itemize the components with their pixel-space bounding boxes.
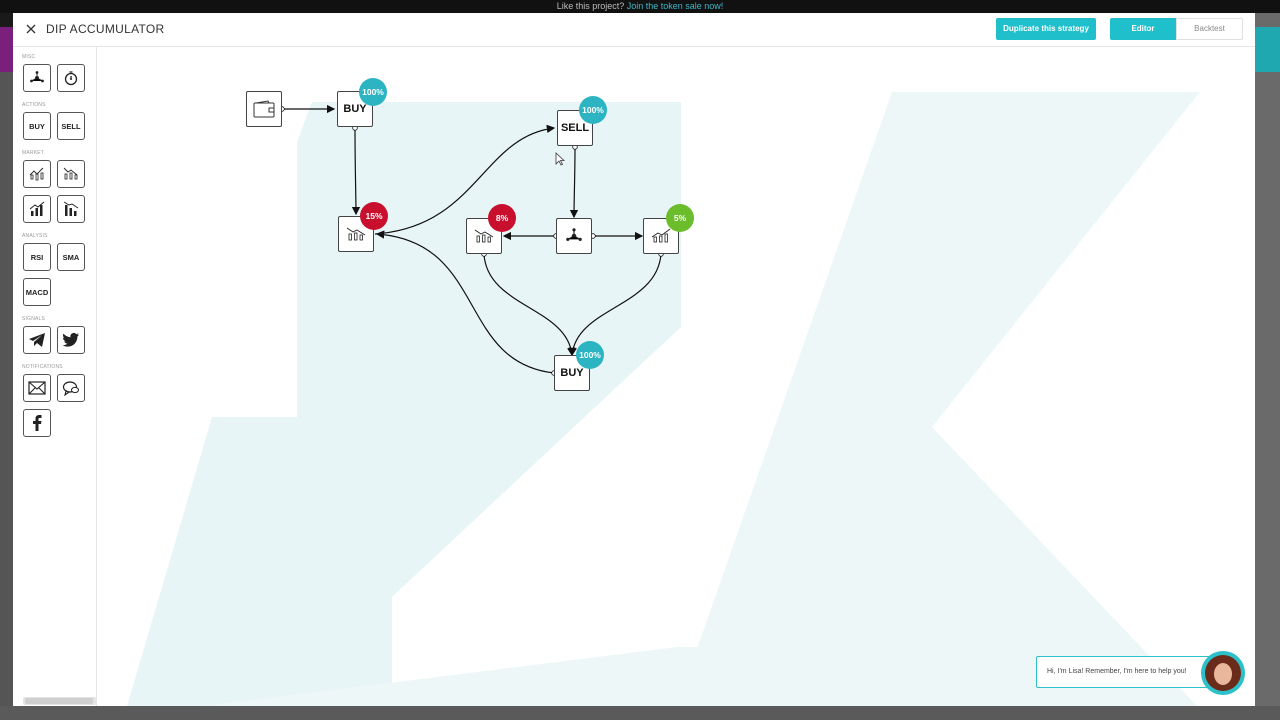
section-label-actions: ACTIONS: [22, 102, 46, 108]
splitter-icon: [30, 71, 44, 83]
timer-icon: [64, 71, 78, 86]
assistant-message[interactable]: Hi, I'm Lisa! Remember, I'm here to help…: [1036, 656, 1226, 688]
percentage-badge: 15%: [360, 202, 388, 230]
section-label-market: MARKET: [22, 150, 45, 156]
percentage-badge: 8%: [488, 204, 516, 232]
tool-rsi[interactable]: RSI: [23, 243, 51, 271]
mouse-cursor-icon: [555, 152, 565, 166]
telegram-icon: [29, 333, 45, 347]
candlestick-down-icon: [63, 167, 78, 180]
tool-facebook[interactable]: [23, 409, 51, 437]
candlestick-down-icon: [346, 227, 366, 241]
tool-macd[interactable]: MACD: [23, 278, 51, 306]
tool-market-bars-up[interactable]: [23, 195, 51, 223]
tool-email[interactable]: [23, 374, 51, 402]
close-icon[interactable]: [24, 22, 38, 36]
tab-backtest[interactable]: Backtest: [1176, 18, 1243, 40]
tool-palette: MISC ACTIONS BUY SELL MARKET ANALYSIS RS…: [13, 47, 97, 706]
section-label-analysis: ANALYSIS: [22, 233, 48, 239]
watermark-logo: [127, 92, 1200, 706]
wallet-icon: [253, 100, 275, 118]
tool-timer[interactable]: [57, 64, 85, 92]
bar-chart-down-icon: [63, 201, 79, 216]
tool-sma[interactable]: SMA: [57, 243, 85, 271]
page-title: DIP ACCUMULATOR: [46, 22, 165, 36]
percentage-badge: 100%: [359, 78, 387, 106]
section-label-notifications: NOTIFICATIONS: [22, 364, 63, 370]
background-app-strip: [0, 27, 13, 72]
scrollbar-thumb[interactable]: [25, 698, 93, 704]
tool-telegram[interactable]: [23, 326, 51, 354]
chat-bubble-icon: [62, 381, 79, 396]
tool-buy[interactable]: BUY: [23, 112, 51, 140]
node-buy-top[interactable]: BUY: [337, 91, 373, 127]
avatar-image: [1205, 655, 1241, 691]
candlestick-up-icon: [29, 167, 44, 181]
assistant-avatar[interactable]: [1201, 651, 1245, 695]
candlestick-down-icon: [474, 229, 494, 243]
tool-market-bars-down[interactable]: [57, 195, 85, 223]
node-wallet[interactable]: [246, 91, 282, 127]
percentage-badge: 100%: [576, 341, 604, 369]
background-app-accent: [1255, 27, 1280, 72]
candlestick-up-icon: [651, 228, 671, 243]
node-splitter[interactable]: [556, 218, 592, 254]
splitter-icon: [566, 228, 582, 241]
envelope-icon: [28, 381, 46, 395]
background-app-left: [0, 72, 13, 720]
tool-chat[interactable]: [57, 374, 85, 402]
banner-text: Like this project?: [556, 1, 625, 11]
percentage-badge: 5%: [666, 204, 694, 232]
modal-header: DIP ACCUMULATOR Duplicate this strategy …: [13, 13, 1255, 47]
avatar-face: [1214, 663, 1232, 685]
background-app-right: [1255, 13, 1280, 720]
tool-splitter[interactable]: [23, 64, 51, 92]
node-sell[interactable]: SELL: [557, 110, 593, 146]
connection-lines: [279, 104, 664, 376]
tool-twitter[interactable]: [57, 326, 85, 354]
duplicate-strategy-button[interactable]: Duplicate this strategy: [996, 18, 1096, 40]
background-app-bottom: [0, 706, 1280, 720]
strategy-editor-modal: DIP ACCUMULATOR Duplicate this strategy …: [13, 13, 1255, 706]
section-label-misc: MISC: [22, 54, 36, 60]
facebook-icon: [33, 415, 42, 431]
strategy-canvas[interactable]: BUY 100% 15% SELL 100% 8% 5% BUY 100%: [97, 47, 1255, 706]
banner-link[interactable]: Join the token sale now!: [626, 1, 724, 11]
node-buy-bottom[interactable]: BUY: [554, 355, 590, 391]
bar-chart-up-icon: [29, 201, 45, 216]
top-banner: Like this project? Join the token sale n…: [0, 0, 1280, 13]
tool-market-down[interactable]: [57, 160, 85, 188]
tab-editor[interactable]: Editor: [1110, 18, 1176, 40]
tool-market-up[interactable]: [23, 160, 51, 188]
tool-sell[interactable]: SELL: [57, 112, 85, 140]
twitter-icon: [62, 333, 79, 347]
percentage-badge: 100%: [579, 96, 607, 124]
section-label-signals: SIGNALS: [22, 316, 46, 322]
